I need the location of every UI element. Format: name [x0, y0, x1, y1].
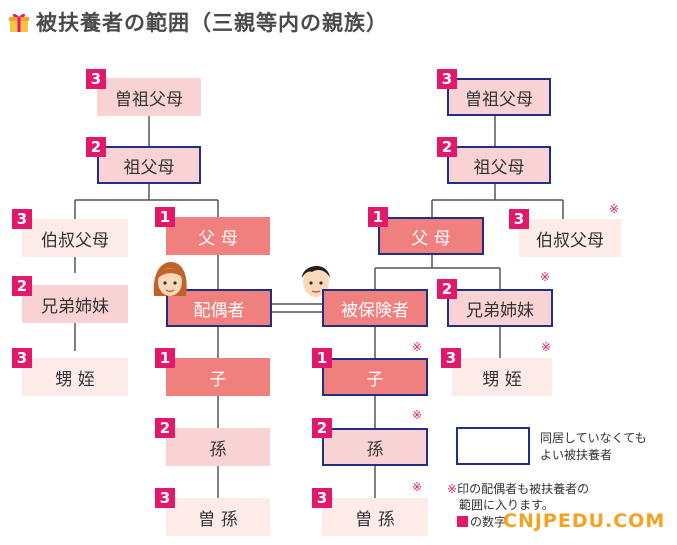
page-title-row: 被扶養者の範囲（三親等内の親族）	[8, 6, 388, 38]
left-great-grandparents-label: 曽祖父母	[115, 89, 183, 110]
right-great-grandparents-label: 曽祖父母	[465, 89, 533, 110]
right-parents-box: 父 母	[378, 217, 484, 255]
degree-badge: 3	[441, 348, 461, 368]
right-great-grandparents-box: 曽祖父母	[447, 78, 551, 116]
right-siblings-label: 兄弟姉妹	[466, 300, 534, 321]
degree-badge: 2	[12, 276, 32, 296]
asterisk-mark: ※	[609, 202, 620, 216]
left-children-box: 子	[166, 358, 270, 396]
watermark: CNJPEDU.COM	[503, 510, 666, 532]
degree-badge: 2	[86, 137, 106, 157]
page-title: 被扶養者の範囲（三親等内の親族）	[36, 11, 388, 35]
legend-line-2: よい被扶養者	[540, 448, 613, 462]
left-parents-label: 父 母	[198, 228, 238, 249]
insured-box: 被保険者	[322, 289, 428, 327]
left-grandchildren-box: 孫	[166, 428, 270, 466]
right-great-grandchildren-label: 曽 孫	[355, 509, 395, 530]
left-great-grandparents-box: 曽祖父母	[97, 78, 201, 116]
asterisk-mark: ※	[412, 408, 423, 422]
left-uncles-aunts-label: 伯叔父母	[41, 230, 109, 251]
degree-badge: 3	[509, 209, 529, 229]
insured-label: 被保険者	[341, 300, 409, 321]
left-nephews-nieces-box: 甥 姪	[22, 358, 128, 396]
right-siblings-box: 兄弟姉妹	[447, 289, 553, 327]
degree-badge: 1	[155, 348, 175, 368]
left-siblings-label: 兄弟姉妹	[41, 296, 109, 317]
asterisk-mark: ※	[412, 480, 423, 494]
degree-badge: 1	[312, 348, 332, 368]
left-nephews-nieces-label: 甥 姪	[55, 369, 95, 390]
left-grandchildren-label: 孫	[209, 439, 227, 460]
right-grandchildren-box: 孫	[322, 428, 428, 466]
note-asterisk: ※印の配偶者も被扶養者の	[447, 481, 589, 497]
right-uncles-aunts-label: 伯叔父母	[536, 230, 604, 251]
right-grandchildren-label: 孫	[366, 439, 384, 460]
degree-badge: 2	[155, 418, 175, 438]
note-line-2-wrap: 範囲に入ります。	[459, 497, 554, 513]
right-parents-label: 父 母	[411, 228, 451, 249]
degree-badge: 3	[312, 488, 332, 508]
degree-badge: 1	[155, 207, 175, 227]
note-line-3-wrap: の数字	[457, 514, 506, 530]
right-great-grandchildren-box: 曽 孫	[322, 498, 428, 536]
right-children-box: 子	[322, 358, 428, 396]
degree-badge: 1	[368, 207, 388, 227]
degree-badge: 2	[437, 137, 457, 157]
degree-badge: 3	[86, 69, 106, 89]
asterisk-mark: ※	[541, 340, 552, 354]
right-children-label: 子	[366, 369, 384, 390]
legend-text: 同居していなくても よい被扶養者	[540, 430, 647, 464]
right-nephews-nieces-box: 甥 姪	[452, 358, 552, 396]
right-grandparents-box: 祖父母	[447, 146, 551, 184]
right-nephews-nieces-label: 甥 姪	[482, 369, 522, 390]
left-great-grandchildren-label: 曽 孫	[198, 509, 238, 530]
legend-outline-sample	[456, 427, 530, 465]
right-uncles-aunts-box: 伯叔父母	[519, 219, 621, 257]
left-siblings-box: 兄弟姉妹	[22, 285, 128, 323]
degree-badge: 2	[437, 279, 457, 299]
right-grandparents-label: 祖父母	[473, 157, 525, 178]
left-grandparents-label: 祖父母	[123, 157, 175, 178]
left-parents-box: 父 母	[166, 217, 270, 255]
asterisk-mark: ※	[540, 270, 551, 284]
note-line-3: の数字	[470, 515, 507, 529]
degree-badge: 3	[437, 69, 457, 89]
note-line-1: 印の配偶者も被扶養者の	[457, 482, 590, 496]
gift-icon	[9, 13, 29, 32]
degree-badge: 3	[12, 209, 32, 229]
degree-badge: 2	[312, 418, 332, 438]
left-great-grandchildren-box: 曽 孫	[166, 498, 270, 536]
asterisk-mark: ※	[412, 340, 423, 354]
degree-square-icon	[457, 516, 468, 527]
left-grandparents-box: 祖父母	[97, 146, 201, 184]
legend-line-1: 同居していなくても	[540, 431, 647, 445]
degree-badge: 3	[155, 488, 175, 508]
spouse-avatar-icon	[153, 262, 187, 296]
spouse-label: 配偶者	[193, 300, 245, 321]
note-line-2: 範囲に入ります。	[459, 498, 554, 512]
degree-badge: 3	[12, 348, 32, 368]
left-children-label: 子	[209, 369, 227, 390]
left-uncles-aunts-box: 伯叔父母	[22, 219, 128, 257]
note-asterisk-mark: ※	[447, 482, 458, 496]
